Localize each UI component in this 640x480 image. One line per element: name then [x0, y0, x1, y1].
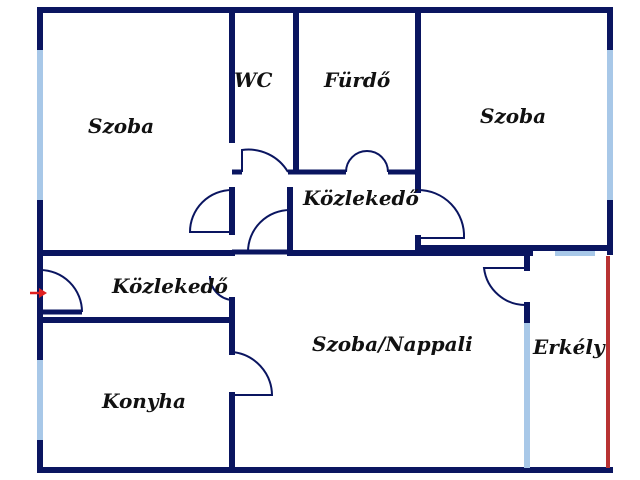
room-label-erkely: Erkély: [532, 335, 606, 359]
room-label-wc: WC: [234, 68, 272, 92]
room-label-szoba-left: Szoba: [88, 114, 154, 138]
room-label-szoba-right: Szoba: [480, 104, 546, 128]
room-label-kozlekedo-lower: Közlekedő: [111, 274, 229, 298]
doors: [39, 148, 528, 396]
room-label-kozlekedo-upper: Közlekedő: [302, 186, 420, 210]
entrance-arrow-icon: [30, 288, 47, 298]
room-label-konyha: Konyha: [101, 389, 186, 413]
interior-walls: [37, 7, 613, 473]
windows: [37, 50, 613, 468]
room-label-nappali: Szoba/Nappali: [312, 332, 473, 356]
room-label-furdo: Fürdő: [323, 68, 391, 92]
